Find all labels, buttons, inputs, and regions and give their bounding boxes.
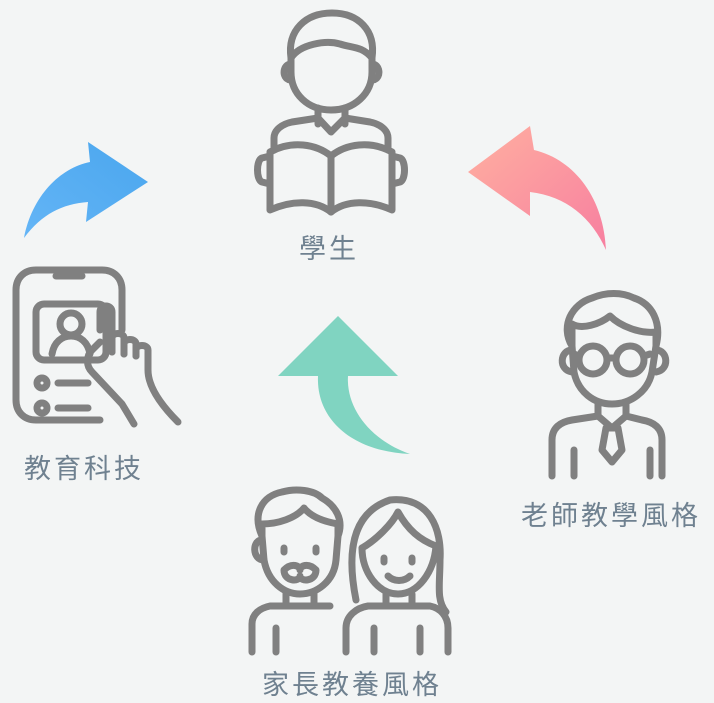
arrow-teacher-to-student bbox=[468, 126, 606, 250]
label-student: 學生 bbox=[299, 234, 359, 265]
label-education-technology: 教育科技 bbox=[24, 454, 144, 485]
arrow-parents-to-student bbox=[278, 316, 410, 454]
label-teacher-teaching-style: 老師教學風格 bbox=[521, 501, 701, 532]
phone-touch-icon bbox=[12, 266, 182, 428]
arrow-tech-to-student bbox=[24, 142, 148, 238]
student-reading-icon bbox=[254, 9, 408, 216]
teacher-glasses-icon bbox=[548, 290, 670, 480]
parents-couple-icon bbox=[248, 486, 452, 656]
label-parenting-style: 家長教養風格 bbox=[262, 670, 442, 701]
